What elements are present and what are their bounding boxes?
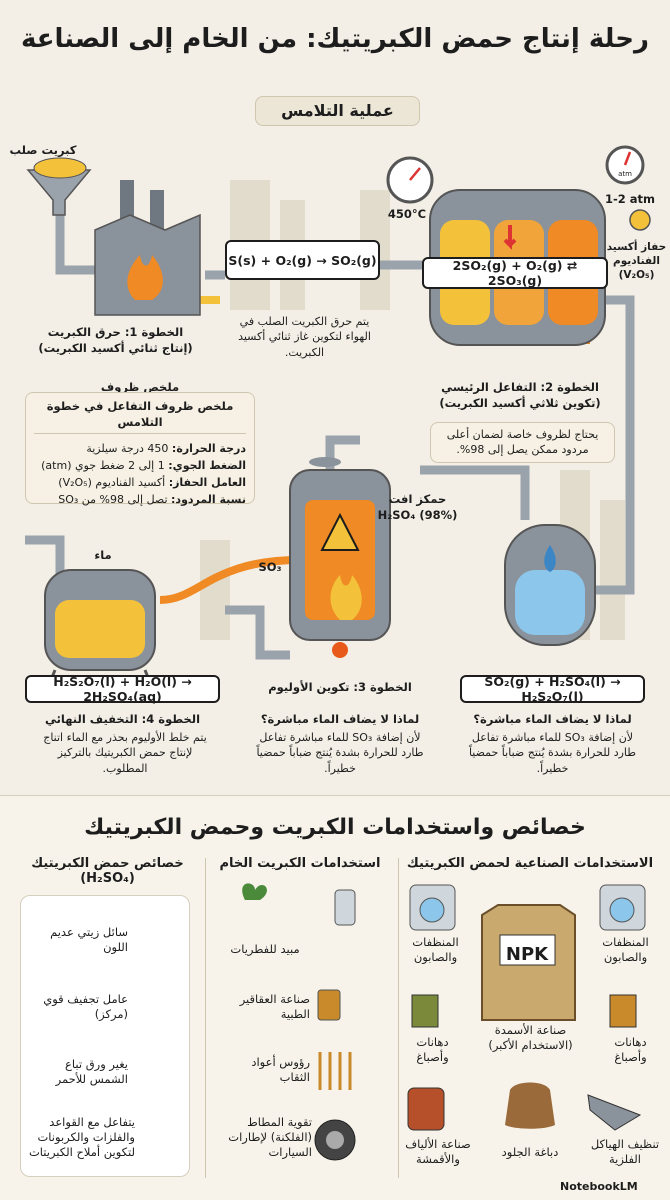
step1-label: الخطوة 1: حرق الكبريت (إنتاج ثنائي أكسيد… — [28, 325, 203, 356]
acid-formula: (H₂SO₄) — [80, 871, 135, 886]
step4-equation: H₂S₂O₇(l) + H₂O(l) → 2H₂SO₄(aq) — [25, 674, 220, 704]
flame-icon — [330, 575, 362, 620]
industrial-item: المنظفات والصابون — [412, 935, 459, 964]
condition-row: درجة الحرارة: 450 درجة سيلزية — [34, 440, 246, 457]
sulfur-use-item: مبيد للفطريات — [230, 942, 300, 956]
step3-equation: SO₂(g) + H₂SO₄(l) → H₂S₂O₇(l) — [460, 674, 645, 704]
condition-value: تصل إلى 98% من SO₃ — [58, 493, 168, 507]
condition-value: 450 درجة سيلزية — [86, 442, 169, 456]
water-drop-icon — [544, 545, 556, 572]
step4-note: يتم خلط الأوليوم بحذر مع الماء اتناج لإن… — [43, 731, 207, 775]
acid-label: حمكز افت H₂SO₄ (98%) — [377, 492, 458, 522]
step2-note: يحتاج لظروف خاصة لضمان أعلى مردود ممكن ي… — [430, 422, 615, 463]
matches-icon — [318, 1052, 352, 1090]
industrial-item: صناعة الأسمدة (الاستخدام الأكبر) — [488, 1023, 573, 1052]
so3-label: SO₃ — [258, 560, 282, 574]
fire-icon — [127, 255, 163, 300]
contact-process-badge: عملية التلامس — [255, 96, 420, 126]
catalyst-atom-icon — [629, 209, 651, 231]
paint-can-icon — [411, 994, 439, 1028]
factory-silhouette — [200, 180, 625, 640]
step2-label: الخطوة 2: التفاعل الرئيسي (تكوين ثلاثي أ… — [420, 380, 620, 411]
step1-equation: S(s) + O₂(g) → SO₂(g) — [225, 240, 380, 280]
step2-title: الخطوة 2: التفاعل الرئيسي — [441, 380, 599, 394]
so3-pipe — [159, 556, 301, 604]
spray-bottle-icon — [334, 889, 356, 926]
sulfur-use-item: تقوية المطاط (الفلكنة) لإطارات السيارات — [228, 1115, 312, 1159]
step3-question-right: لماذا لا يضاف الماء مباشرة؟ — [473, 712, 632, 726]
temperature-label: 450°C — [387, 207, 427, 221]
drop-icon — [332, 642, 348, 658]
acid-prop-item: يغير ورق تباع الشمس للأحمر — [55, 1057, 128, 1086]
acid-prop-item: يتفاعل مع القواعد والفلزات والكربونات لت… — [28, 1115, 135, 1159]
industrial-item: دهانات وأصباغ — [416, 1035, 449, 1064]
acid-props-heading: خصائص حمض الكبريتيك (H₂SO₄) — [15, 856, 200, 886]
step1-note: يتم حرق الكبريت الصلب في الهواء لتكوين غ… — [238, 315, 371, 359]
condition-key: العامل الحفاز: — [168, 476, 246, 490]
fabric-roll-icon — [407, 1087, 445, 1131]
sulfur-use-item: رؤوس أعواد الثقاب — [251, 1055, 310, 1084]
conditions-panel: ملخص ظروف التفاعل في خطوة التلامس درجة ا… — [25, 392, 255, 506]
step4-title: الخطوة 4: التخفيف النهائي — [44, 712, 201, 726]
condition-value: أكسيد الفناديوم (V₂O₅) — [58, 476, 166, 490]
notebooklm-logo: NotebookLM — [560, 1180, 638, 1193]
page-title: رحلة إنتاج حمض الكبريتيك: من الخام إلى ا… — [21, 24, 649, 54]
medicine-bottle-icon — [317, 989, 341, 1021]
industrial-uses-heading: الاستخدامات الصناعية لحمض الكبريتيك — [406, 856, 654, 871]
condition-key: درجة الحرارة: — [171, 442, 246, 456]
industrial-item: المنظفات والصابون — [602, 935, 649, 964]
chimney-icon — [150, 190, 164, 230]
section2-title: خصائص واستخدامات الكبريت وحمض الكبريتيك — [84, 815, 586, 840]
column-divider — [205, 858, 206, 1178]
condition-row: العامل الحفاز: أكسيد الفناديوم (V₂O₅) — [34, 474, 246, 491]
step3-label: الخطوة 3: تكوين الأوليوم — [268, 680, 412, 694]
npk-label: NPK — [505, 944, 549, 965]
gauge-unit: atm — [618, 170, 632, 178]
metal-beam-icon — [587, 1094, 642, 1131]
raw-sulfur-label: كبريت صلب — [9, 143, 77, 157]
step3-note-right: لأن إضافة SO₃ للماء مباشرة تفاعل طارد لل… — [468, 731, 637, 775]
step1-title: الخطوة 1: حرق الكبريت — [47, 325, 184, 339]
funnel-icon — [26, 169, 92, 216]
paint-can-icon — [609, 994, 637, 1028]
plant-icon — [242, 883, 267, 900]
step3-question: لماذا لا يضاف الماء مباشرة؟ — [260, 712, 420, 726]
industrial-item: دباغة الجلود — [501, 1145, 559, 1159]
step3-note: لأن إضافة SO₃ للماء مباشرة تفاعل طارد لل… — [256, 731, 424, 775]
acid-props-title: خصائص حمض الكبريتيك — [31, 856, 184, 871]
condition-row: نسبة المردود: تصل إلى 98% من SO₃ — [34, 491, 246, 508]
condition-row: الضغط الجوي: 1 إلى 2 ضغط جوي (atm) — [34, 457, 246, 474]
sulfur-pile-icon — [33, 157, 87, 179]
step1-subtitle: (إنتاج ثنائي أكسيد الكبريت) — [38, 340, 193, 355]
industrial-item: صناعة الألياف والأقمشة — [405, 1137, 471, 1166]
leather-icon — [505, 1082, 555, 1129]
industrial-item: دهانات وأصباغ — [614, 1035, 647, 1064]
step2-subtitle: (تكوين ثلاثي أكسيد الكبريت) — [439, 395, 601, 410]
warning-icon — [320, 512, 360, 551]
water-label: ماء — [94, 548, 112, 562]
acid-prop-item: سائل زيتي عديم اللون — [50, 925, 128, 954]
acid-prop-item: عامل تجفيف قوي (مركز) — [43, 992, 128, 1021]
condition-key: نسبة المردود: — [171, 493, 246, 507]
conditions-heading: ملخص ظروف — [100, 380, 180, 394]
condition-value: 1 إلى 2 ضغط جوي (atm) — [41, 459, 165, 473]
pressure-label: 1-2 atm — [604, 192, 656, 206]
condition-key: الضغط الجوي: — [168, 459, 246, 473]
sulfur-uses-heading: استخدامات الكبريت الخام — [219, 856, 381, 871]
conditions-title: ملخص ظروف التفاعل في خطوة التلامس — [34, 399, 246, 435]
acid-props-card — [20, 895, 190, 1177]
down-arrow-icon — [503, 225, 517, 250]
catalyst-label: حفاز أكسيد الفناديوم (V₂O₅) — [606, 241, 667, 282]
step2-equation: 2SO₂(g) + O₂(g) ⇄ 2SO₃(g) — [422, 257, 608, 289]
sulfur-use-item: صناعة العقاقير الطبية — [239, 992, 310, 1021]
industrial-item: تنظيف الهياكل الفلزية — [590, 1137, 660, 1166]
column-divider — [398, 858, 399, 1178]
